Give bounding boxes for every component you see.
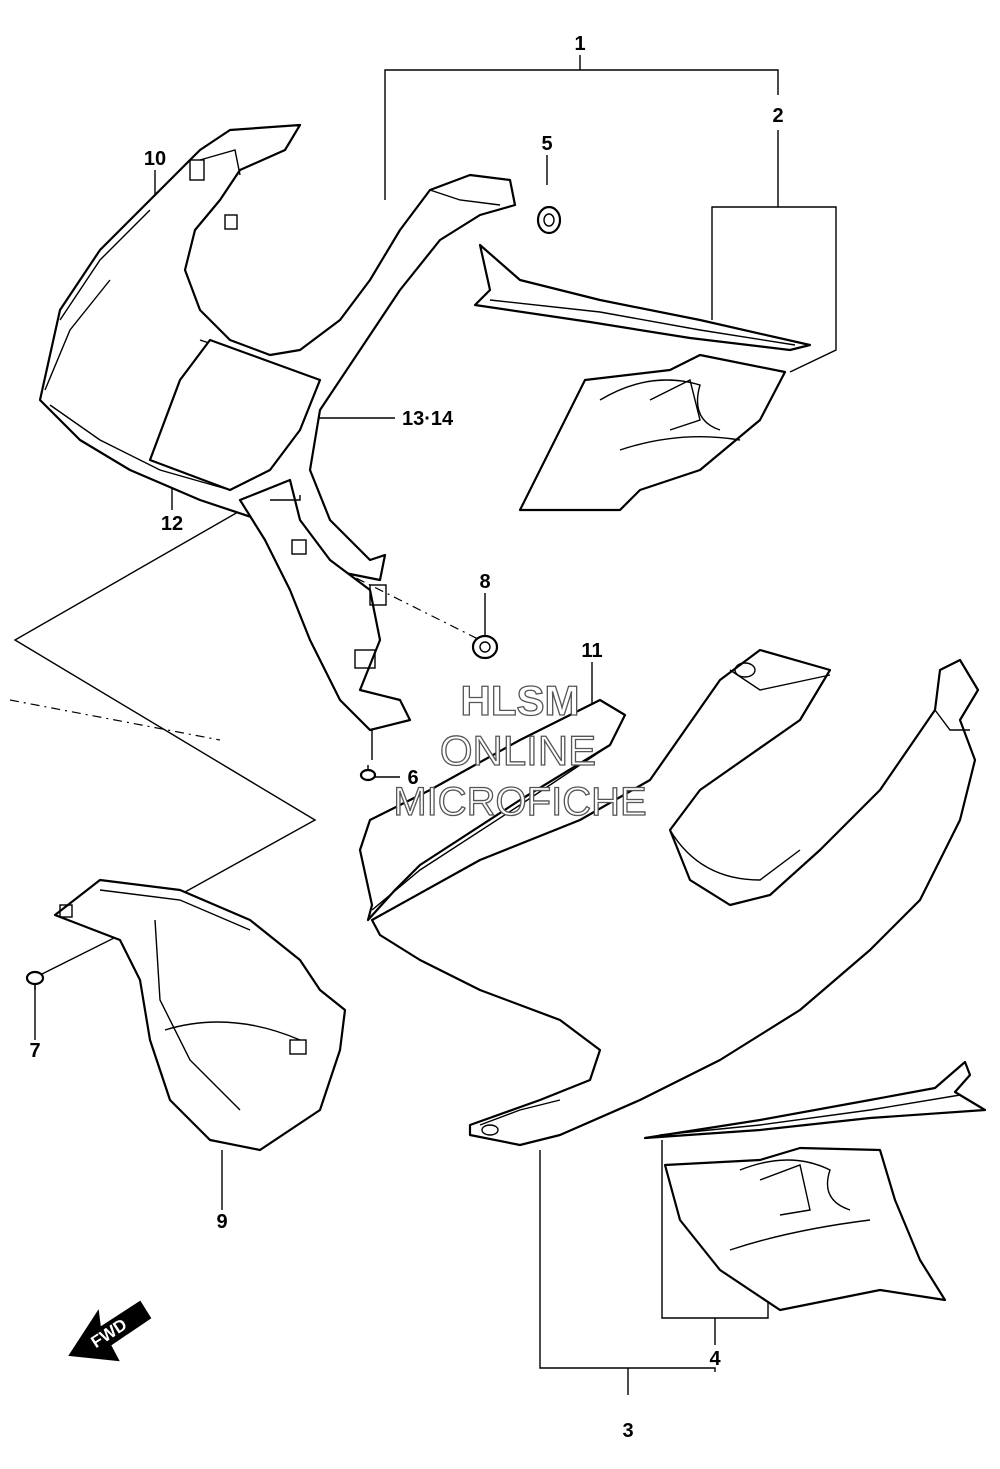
callout-12: 12 [161, 513, 183, 535]
part-4-lower-decal [643, 1060, 987, 1312]
callout-4: 4 [709, 1348, 721, 1370]
callout-5: 5 [541, 133, 552, 155]
part-3-side-fairing [370, 648, 980, 1147]
part-5-grommet [536, 205, 562, 235]
part-8-grommet [471, 634, 499, 660]
callout-1: 1 [574, 33, 585, 55]
watermark-line-1: HLSM [461, 677, 580, 724]
part-7-screw [25, 970, 45, 990]
part-9-inner-panel [53, 878, 347, 1152]
callout-3: 3 [622, 1420, 633, 1442]
callout-8: 8 [479, 571, 490, 593]
part-11-trim-strip [358, 698, 627, 922]
callout-11: 11 [581, 640, 602, 662]
fwd-direction-arrow: FWD [68, 1300, 152, 1362]
callout-10: 10 [144, 148, 166, 170]
part-13-14-side-bracket [238, 478, 412, 732]
callout-9: 9 [216, 1211, 227, 1233]
callout-numbers: 1 2 3 4 5 6 7 8 9 10 11 12 13·14 [29, 33, 783, 1442]
assembly-guide-line [13, 507, 317, 893]
callout-6: 6 [407, 767, 418, 789]
part-2-upper-decal [473, 243, 812, 512]
part-12-duct-panel [148, 338, 322, 492]
part-6-screw [359, 765, 377, 782]
watermark: HLSM ONLINE MICROFICHE [393, 676, 648, 824]
watermark-line-3: MICROFICHE [393, 780, 646, 824]
watermark-line-2: ONLINE [440, 727, 596, 774]
callout-7: 7 [29, 1040, 40, 1062]
callout-13-14: 13·14 [402, 408, 454, 430]
callout-2: 2 [772, 105, 783, 127]
